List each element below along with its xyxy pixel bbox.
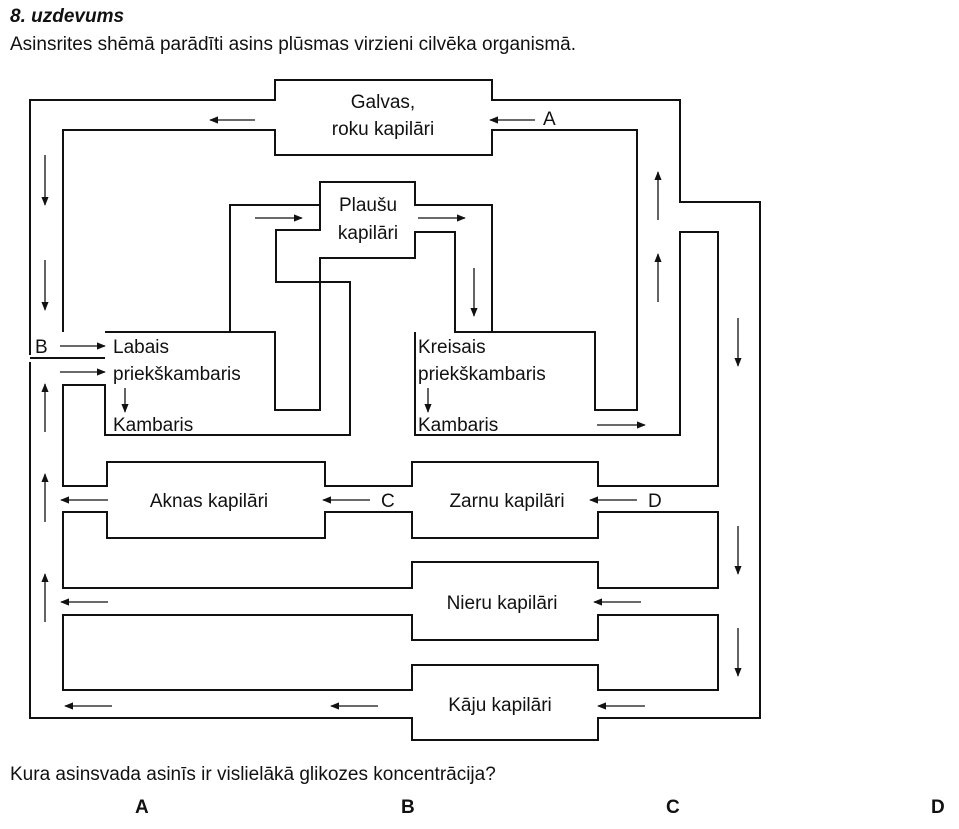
marker-a: A [543, 109, 556, 130]
answer-option-c[interactable]: C [666, 797, 680, 818]
liver-intestine-lower-wall [62, 511, 719, 589]
marker-c: C [381, 491, 395, 512]
head-capillaries-label-1: Galvas, [351, 92, 415, 113]
marker-b: B [35, 337, 48, 358]
lung-capillaries-label-1: Plaušu [339, 195, 397, 216]
flow-arrows [41, 116, 742, 710]
systemic-upper-wall [62, 129, 638, 411]
pulmonary-wall [210, 181, 493, 436]
head-capillaries-label-2: roku kapilāri [332, 119, 434, 140]
left-heart-wall [62, 231, 719, 487]
right-atrium-label-1: Labais [113, 337, 169, 358]
intestine-capillaries-label: Zarnu kapilāri [449, 491, 564, 512]
kidney-capillaries-label: Nieru kapilāri [447, 593, 558, 614]
left-atrium-label-1: Kreisais [418, 337, 486, 358]
left-ventricle-label: Kambaris [418, 415, 498, 436]
question-text: Kura asinsvada asinīs ir vislielākā glik… [10, 764, 496, 785]
leg-capillaries-label: Kāju kapilāri [448, 695, 552, 716]
left-atrium-label-2: priekškambaris [418, 364, 546, 385]
marker-d: D [648, 491, 662, 512]
right-ventricle-label: Kambaris [113, 415, 193, 436]
liver-capillaries-label: Aknas kapilāri [150, 491, 268, 512]
task-title: 8. uzdevums [10, 6, 125, 27]
pulmonary-outer-wall [229, 204, 320, 332]
answer-option-d[interactable]: D [931, 797, 945, 818]
kidney-leg-wall [62, 614, 719, 691]
answer-option-b[interactable]: B [401, 797, 415, 818]
answer-option-a[interactable]: A [135, 797, 149, 818]
outer-vessel-wall [29, 79, 761, 741]
lung-capillaries-label-2: kapilāri [338, 223, 398, 244]
task-intro: Asinsrites shēmā parādīti asins plūsmas … [10, 34, 577, 55]
right-atrium-label-2: priekškambaris [113, 364, 241, 385]
